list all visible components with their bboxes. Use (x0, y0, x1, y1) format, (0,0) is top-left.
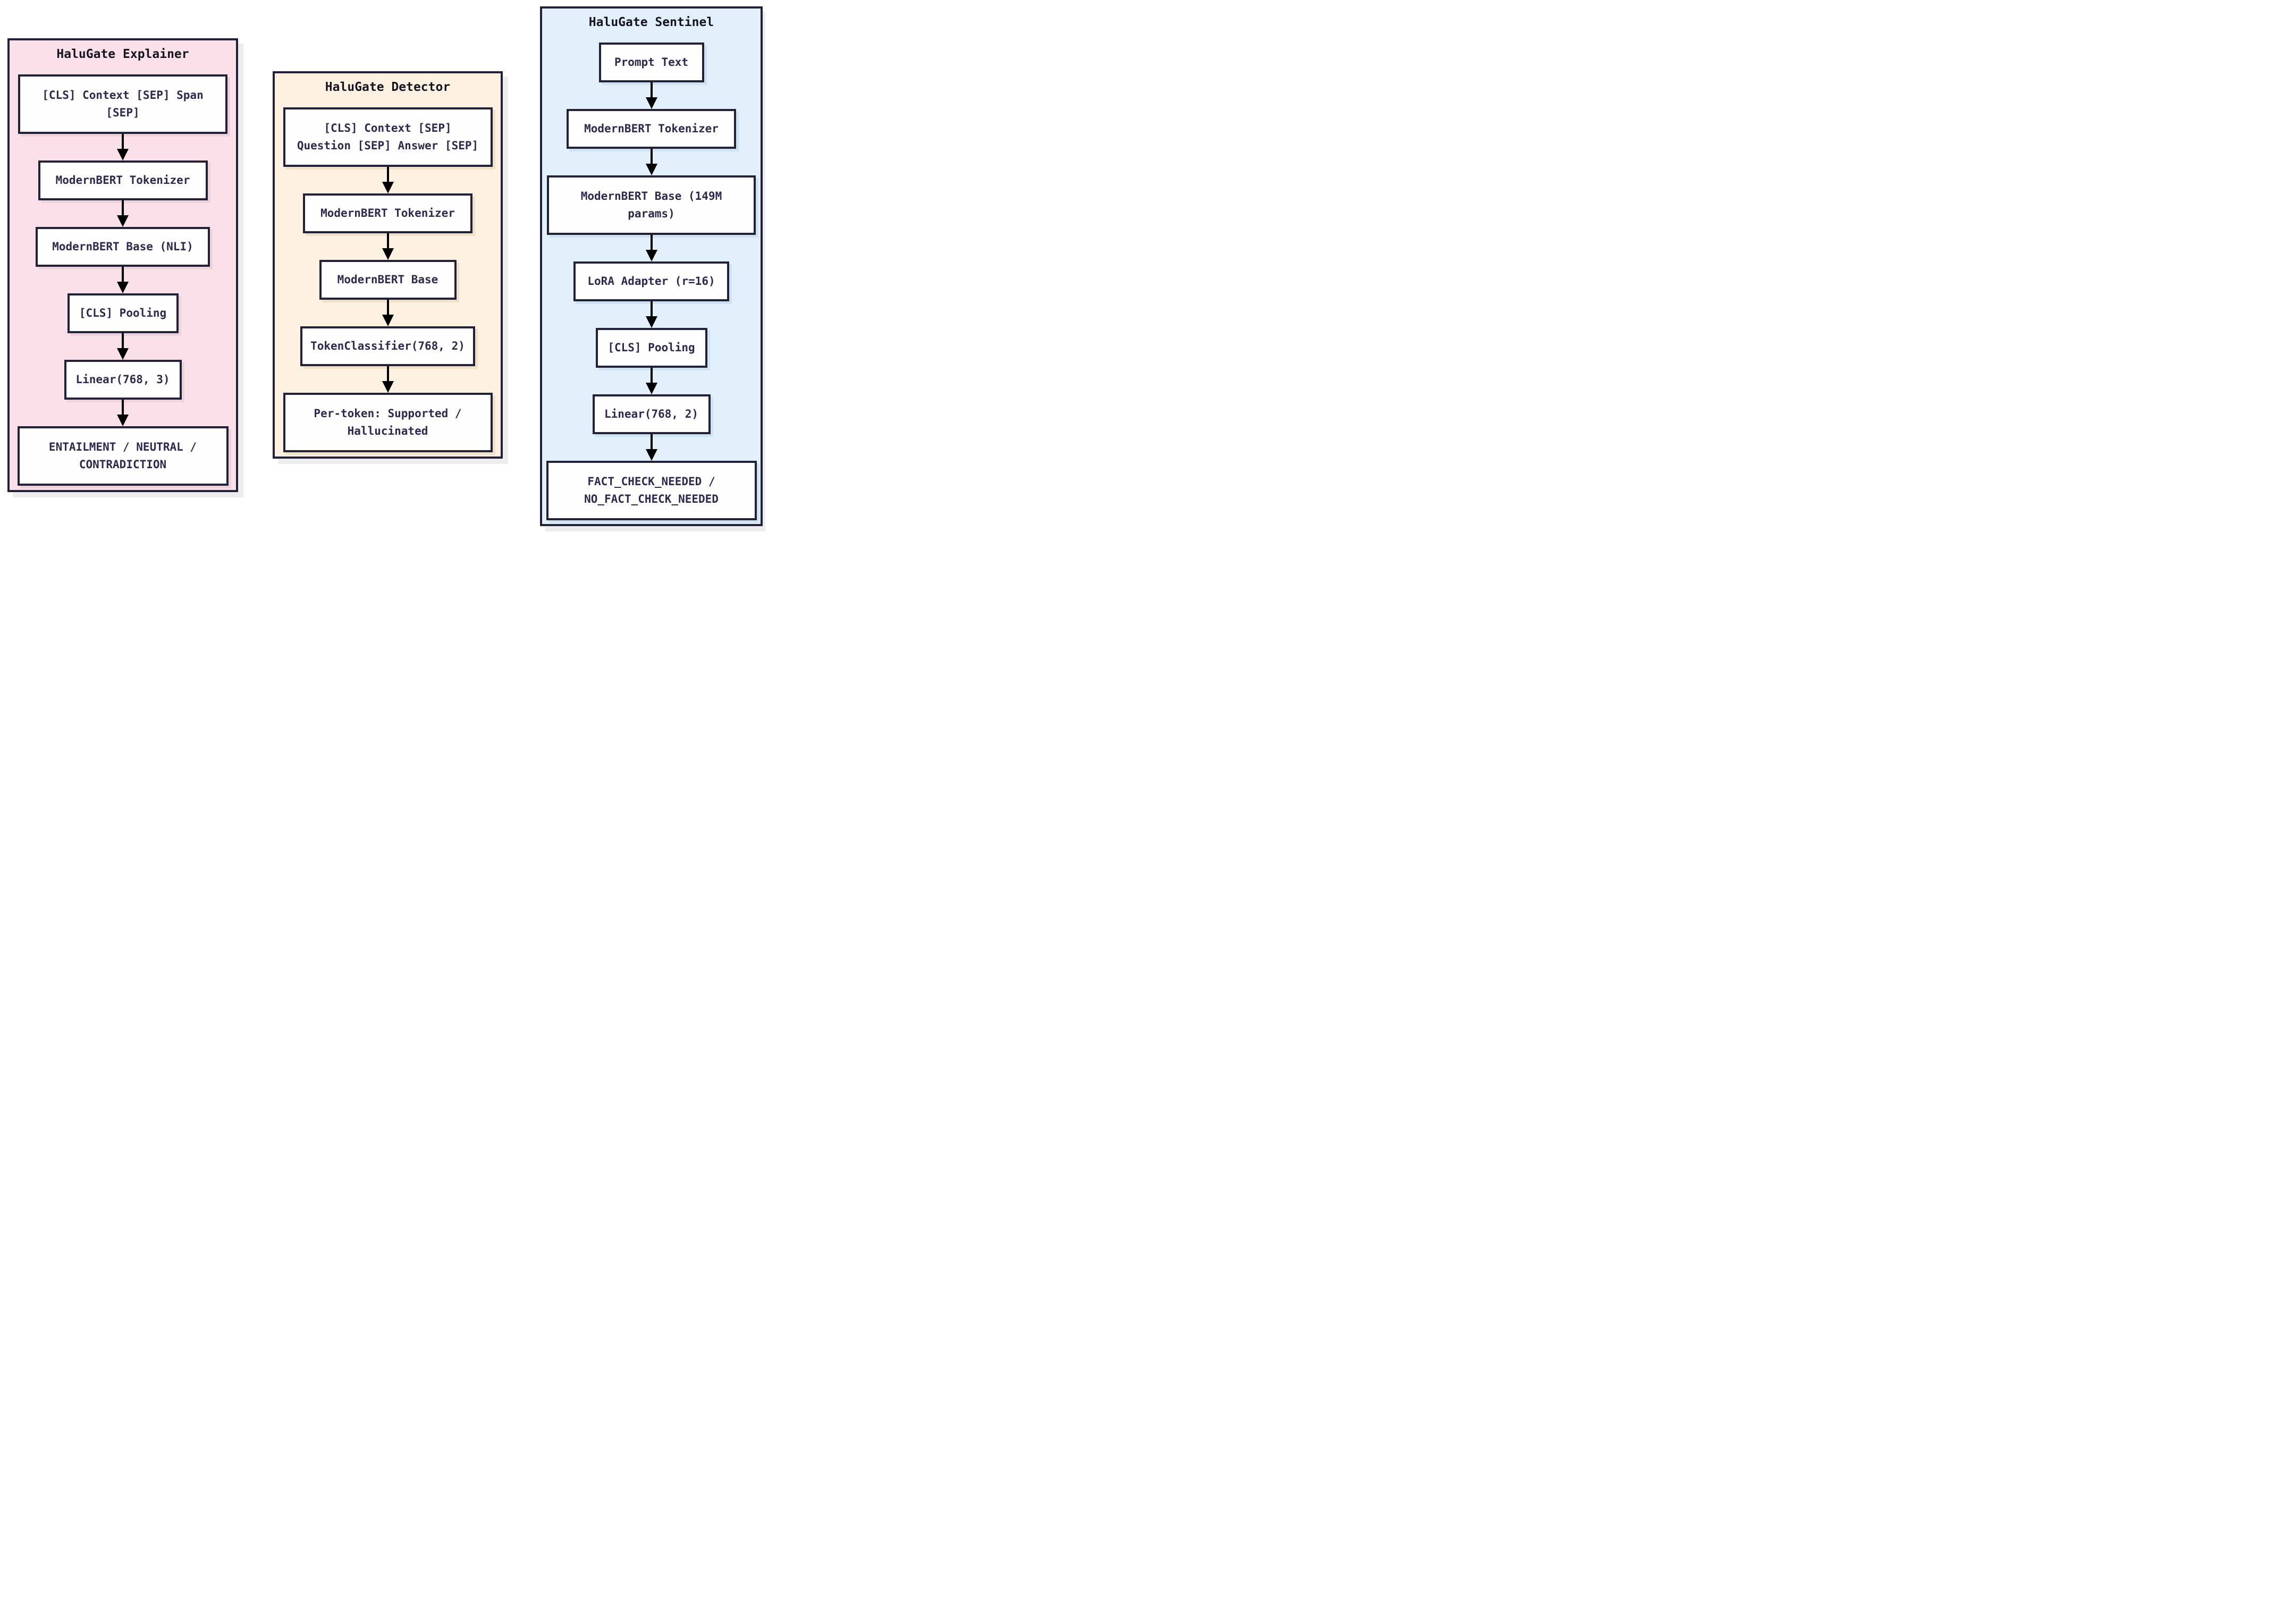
arrow-down-icon (382, 167, 394, 193)
panel-title-detector: HaluGate Detector (325, 80, 451, 94)
node-cls-pooling-explainer: [CLS] Pooling (67, 293, 179, 333)
arrow-down-icon (117, 134, 129, 160)
arrow-down-icon (117, 400, 129, 426)
node-cls-context-sep-span-sep: [CLS] Context [SEP] Span [SEP] (18, 74, 227, 134)
arrow-down-icon (645, 149, 657, 175)
panel-halugate-explainer: HaluGate Explainer [CLS] Context [SEP] S… (7, 38, 238, 492)
node-linear-768-2: Linear(768, 2) (592, 394, 711, 434)
arrow-down-icon (645, 235, 657, 261)
node-fact-check-needed-no-fact-check-needed: FACT_CHECK_NEEDED / NO_FACT_CHECK_NEEDED (546, 461, 757, 520)
node-modernbert-base: ModernBERT Base (319, 260, 457, 300)
node-lora-adapter-r16: LoRA Adapter (r=16) (573, 261, 729, 301)
node-linear-768-3: Linear(768, 3) (64, 360, 182, 400)
arrow-down-icon (117, 200, 129, 227)
panel-halugate-sentinel: HaluGate Sentinel Prompt Text ModernBERT… (540, 6, 763, 526)
node-modernbert-base-nli: ModernBERT Base (NLI) (36, 227, 210, 267)
arrow-down-icon (645, 368, 657, 394)
node-entailment-neutral-contradiction: ENTAILMENT / NEUTRAL / CONTRADICTION (17, 426, 229, 486)
arrow-down-icon (645, 434, 657, 461)
panel-title-sentinel: HaluGate Sentinel (588, 15, 714, 29)
node-modernbert-tokenizer-detector: ModernBERT Tokenizer (303, 193, 472, 233)
node-per-token-supported-hallucinated: Per-token: Supported / Hallucinated (283, 393, 493, 452)
arrow-down-icon (382, 366, 394, 393)
arrow-down-icon (382, 300, 394, 326)
panel-title-explainer: HaluGate Explainer (56, 47, 189, 61)
node-cls-pooling-sentinel: [CLS] Pooling (595, 328, 707, 368)
arrow-down-icon (382, 233, 394, 260)
node-modernbert-tokenizer-explainer: ModernBERT Tokenizer (38, 160, 208, 200)
arrow-down-icon (645, 82, 657, 109)
diagram-canvas: HaluGate Explainer [CLS] Context [SEP] S… (0, 0, 765, 533)
arrow-down-icon (117, 333, 129, 360)
arrow-down-icon (645, 301, 657, 328)
node-cls-context-sep-question-sep-answer-sep: [CLS] Context [SEP] Question [SEP] Answe… (283, 107, 493, 167)
node-prompt-text: Prompt Text (598, 43, 704, 82)
node-modernbert-base-149m-params: ModernBERT Base (149M params) (547, 175, 756, 235)
arrow-down-icon (117, 267, 129, 293)
panel-halugate-detector: HaluGate Detector [CLS] Context [SEP] Qu… (273, 71, 503, 459)
node-tokenclassifier-768-2: TokenClassifier(768, 2) (300, 326, 475, 366)
node-modernbert-tokenizer-sentinel: ModernBERT Tokenizer (567, 109, 736, 149)
